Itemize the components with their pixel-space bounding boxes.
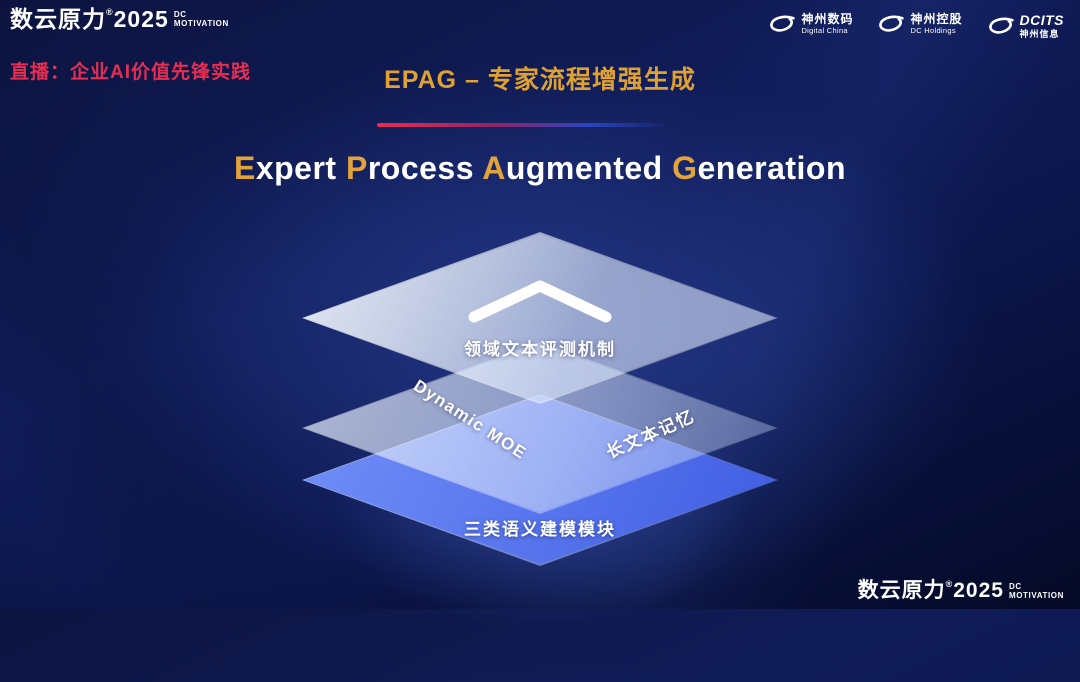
heading-part: rocess bbox=[367, 150, 483, 186]
partner-text: 神州控股 DC Holdings bbox=[910, 12, 962, 35]
layer-top-label: 领域文本评测机制 bbox=[464, 340, 616, 359]
brand-subtext: DC MOTIVATION bbox=[174, 10, 229, 28]
layer-bottom-label: 三类语义建模模块 bbox=[464, 520, 616, 539]
brand-logo-footer: 数云原力®2025 DC MOTIVATION bbox=[857, 579, 1064, 602]
brand-wordmark: 数云原力®2025 bbox=[857, 579, 1004, 602]
partner-name: 神州数码 bbox=[801, 12, 854, 26]
heading-part: eneration bbox=[697, 150, 847, 186]
swoosh-icon bbox=[768, 13, 796, 34]
partner-subname: DC Holdings bbox=[910, 26, 956, 36]
heading-accent-letter: A bbox=[482, 150, 506, 186]
brand-subtext: DC MOTIVATION bbox=[1009, 582, 1064, 600]
brand-sub-top: DC bbox=[173, 10, 187, 19]
brand-name: 数云原力 bbox=[857, 579, 946, 602]
partner-subname: 神州信息 bbox=[1019, 28, 1060, 39]
partner-logos: 神州数码 Digital China 神州控股 DC Holdings DCIT… bbox=[768, 12, 1064, 40]
heading-part: xpert bbox=[255, 150, 346, 186]
partner-subname: Digital China bbox=[801, 26, 848, 36]
registered-mark: ® bbox=[945, 579, 954, 589]
live-stream-label: 直播：企业AI价值先锋实践 bbox=[10, 62, 252, 83]
registered-mark: ® bbox=[106, 7, 114, 17]
partner-text: 神州数码 Digital China bbox=[801, 12, 853, 35]
heading-accent-letter: G bbox=[672, 150, 698, 186]
swoosh-icon bbox=[877, 13, 905, 34]
heading-accent-letter: E bbox=[233, 150, 256, 186]
brand-logo: 数云原力®2025 DC MOTIVATION bbox=[10, 8, 229, 31]
slide-title: EPAG – 专家流程增强生成 bbox=[384, 66, 696, 94]
heading-part: ugmented bbox=[505, 150, 673, 186]
brand-name: 数云原力 bbox=[10, 6, 106, 32]
gradient-divider bbox=[377, 123, 669, 127]
brand-wordmark: 数云原力®2025 bbox=[10, 8, 169, 31]
partner-logo-dcits: DCITS 神州信息 bbox=[987, 12, 1065, 40]
brand-sub-top: DC bbox=[1008, 582, 1022, 591]
brand-sub-bottom: MOTIVATION bbox=[1008, 591, 1064, 601]
partner-name: 神州控股 bbox=[910, 12, 963, 26]
partner-name: DCITS bbox=[1019, 12, 1064, 28]
page-title: Expert Process Augmented Generation bbox=[0, 150, 1080, 187]
partner-text: DCITS 神州信息 bbox=[1020, 12, 1065, 40]
brand-year: 2025 bbox=[953, 579, 1004, 602]
brand-year: 2025 bbox=[113, 6, 169, 32]
brand-sub-bottom: MOTIVATION bbox=[173, 19, 229, 29]
chevron-up-icon bbox=[468, 280, 612, 323]
heading-accent-letter: P bbox=[345, 150, 368, 186]
partner-logo-digital-china: 神州数码 Digital China bbox=[768, 12, 853, 35]
partner-logo-dc-holdings: 神州控股 DC Holdings bbox=[877, 12, 962, 35]
layer-stack-diagram: 领域文本评测机制 Dynamic MOE 长文本记忆 三类语义建模模块 bbox=[242, 232, 842, 682]
swoosh-icon bbox=[987, 15, 1015, 36]
